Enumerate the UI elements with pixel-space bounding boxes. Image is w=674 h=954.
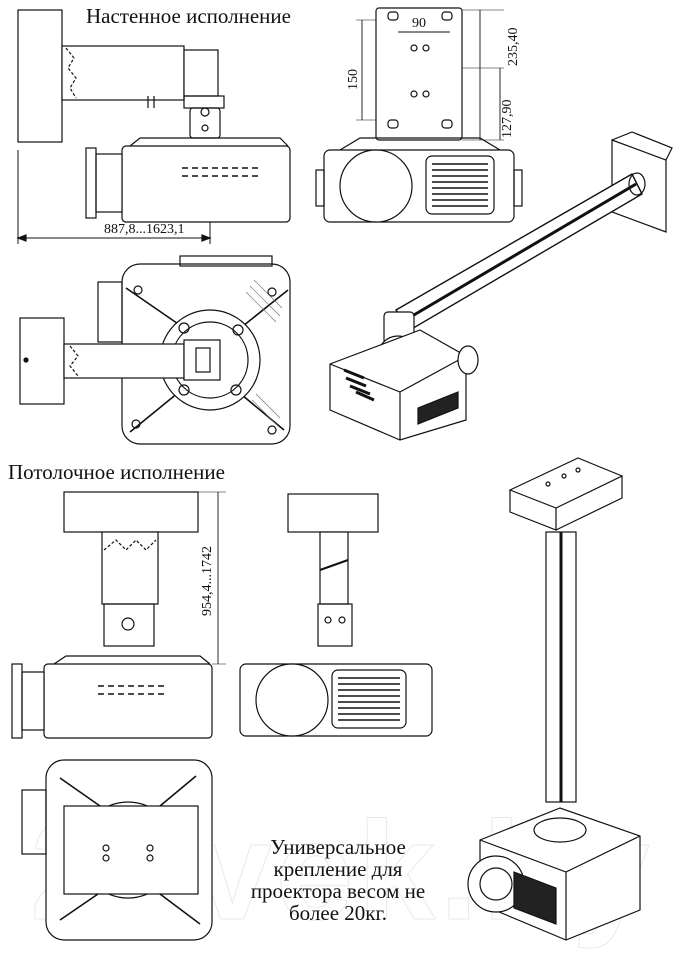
ceiling-version-title: Потолочное исполнение bbox=[8, 460, 225, 484]
ceiling-side-view bbox=[11, 491, 226, 739]
ceiling-top-view bbox=[21, 759, 213, 941]
lower-height-dimension: 127,90 bbox=[500, 99, 515, 139]
caption-line-4: более 20кг. bbox=[289, 901, 387, 925]
wall-reach-dimension: 887,8...1623,1 bbox=[104, 222, 185, 237]
ceiling-front-view bbox=[239, 493, 433, 737]
product-caption: Универсальное крепление для проектора ве… bbox=[238, 836, 438, 924]
overall-height-dimension: 235,40 bbox=[506, 27, 521, 67]
wall-version-title: Настенное исполнение bbox=[86, 4, 291, 28]
wall-perspective-view bbox=[329, 131, 673, 441]
plate-width-dimension: 90 bbox=[412, 16, 426, 31]
wall-side-view bbox=[16, 9, 291, 244]
wall-front-view bbox=[315, 7, 523, 223]
caption-line-1: Универсальное bbox=[270, 835, 406, 859]
ceiling-drop-dimension: 954,4...1742 bbox=[200, 546, 215, 616]
ceiling-perspective-view bbox=[467, 457, 641, 941]
wall-top-view bbox=[19, 255, 291, 445]
caption-line-2: крепление для bbox=[273, 857, 403, 881]
caption-line-3: проектора весом не bbox=[250, 879, 426, 903]
plate-height-dimension: 150 bbox=[346, 69, 361, 90]
